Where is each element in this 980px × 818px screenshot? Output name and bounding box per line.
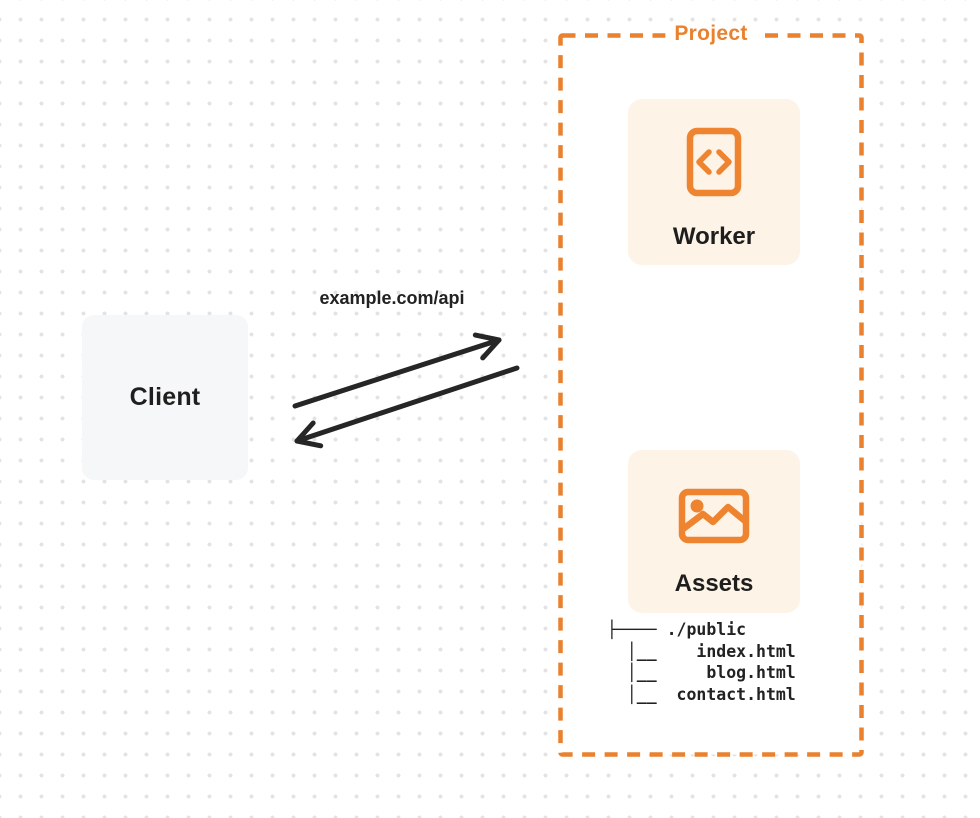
file-tree-line-contact: │__ contact.html <box>607 684 796 704</box>
assets-label: Assets <box>674 570 754 597</box>
client-node: Client <box>82 315 248 480</box>
project-label: Project <box>665 22 757 46</box>
file-tree-line-public: ├──── ./public <box>607 620 747 639</box>
worker-node: Worker <box>628 99 800 265</box>
worker-label: Worker <box>672 223 756 250</box>
image-icon <box>678 488 750 544</box>
code-document-icon <box>686 127 742 197</box>
response-arrow <box>294 365 520 449</box>
project-container: Project Worker Assets ├──── ./public │__… <box>558 22 864 757</box>
file-tree: ├──── ./public │__ index.html │__ blog.h… <box>607 619 796 705</box>
file-tree-line-index: │__ index.html <box>607 641 796 661</box>
request-url-label: example.com/api <box>319 288 465 308</box>
assets-node: Assets <box>628 450 800 613</box>
file-tree-line-blog: │__ blog.html <box>607 663 796 682</box>
request-arrow <box>292 332 502 409</box>
client-label: Client <box>129 383 201 411</box>
